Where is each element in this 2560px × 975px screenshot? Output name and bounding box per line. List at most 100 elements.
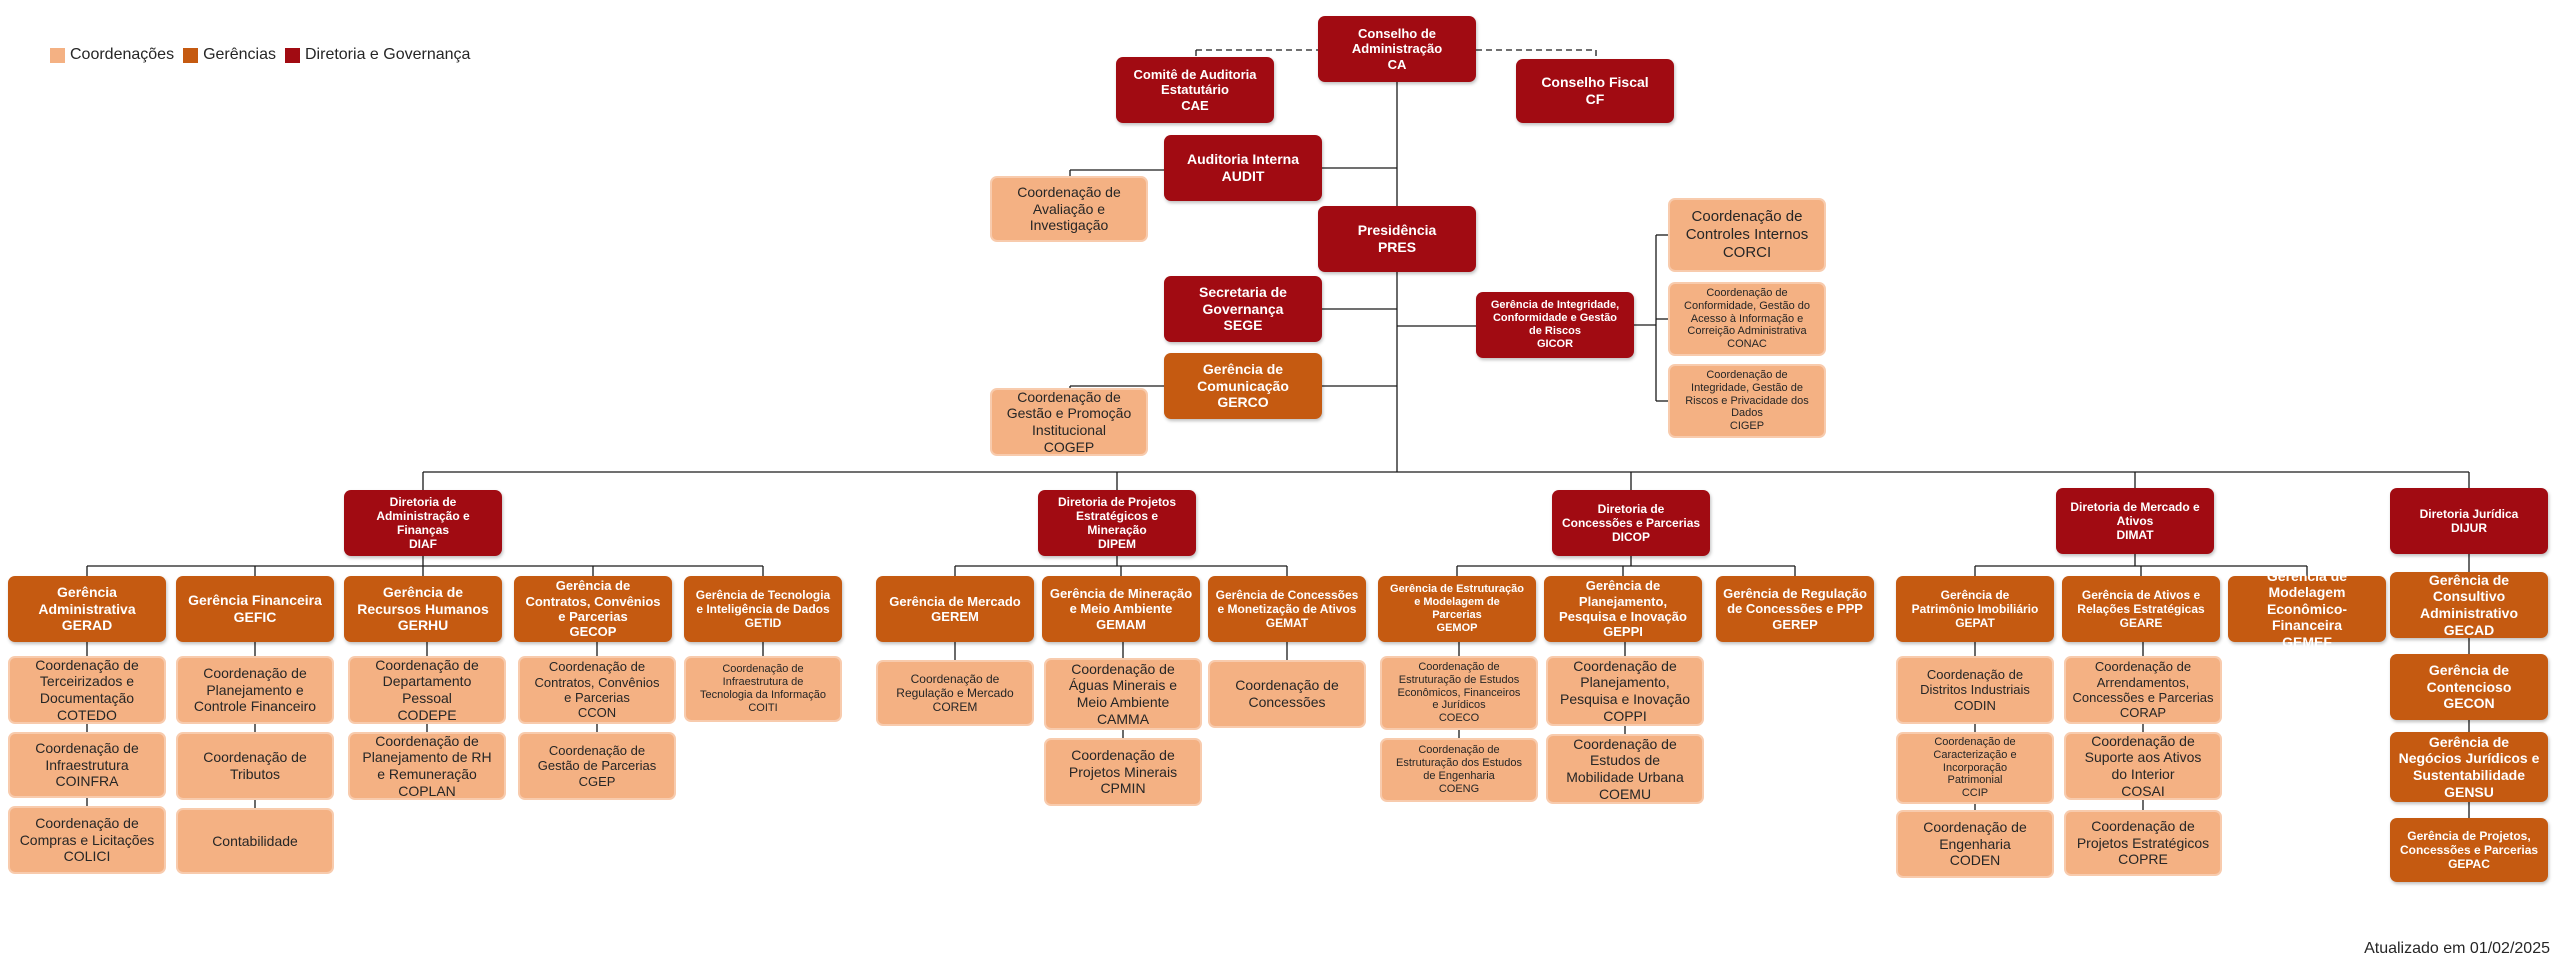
org-node-line: Administrativo (2419, 605, 2518, 621)
org-node-gepac: Gerência de Projetos,Concessões e Parcer… (2390, 818, 2548, 882)
org-node-line: Contencioso (2426, 678, 2512, 695)
org-node-line: COREM (932, 700, 978, 715)
org-node-line: DIJUR (2450, 521, 2487, 535)
org-node-line: Coordenação de (722, 663, 804, 676)
org-node-line: Estratégicos e (1075, 508, 1159, 523)
org-node-line: CPMIN (1100, 780, 1146, 797)
org-node-line: Concessões e Parcerias (2399, 842, 2539, 857)
org-node-line: Recursos Humanos (357, 600, 489, 617)
org-node-line: CONAC (1727, 338, 1767, 351)
org-node-line: Pessoal (402, 690, 452, 706)
org-node-line: Gerência (57, 584, 117, 601)
org-node-line: Gerência de (2428, 571, 2510, 588)
org-node-line: COINFRA (55, 773, 119, 790)
org-node-line: Coordenação de (1573, 657, 1677, 674)
org-node-line: Coordenação de (910, 671, 1000, 686)
org-node-line: Gerência de Concessões (1215, 587, 1359, 602)
org-node-line: Coordenação de (2094, 659, 2192, 675)
org-node-line: GEREM (931, 609, 979, 624)
org-node-line: Avaliação e (1032, 200, 1106, 217)
org-node-line: Comitê de Auditoria (1133, 67, 1257, 82)
org-node-line: Coordenação de (1017, 388, 1121, 405)
org-node-line: Contratos, Convênios (525, 593, 661, 609)
org-node-line: Gerência de Projetos, (2407, 828, 2531, 843)
org-node-line: Diretoria de Mercado e (2070, 499, 2200, 514)
org-node-line: Gerência de Mercado (889, 593, 1021, 609)
org-node-line: Estruturação de Estudos (1398, 673, 1520, 686)
org-node-line: Diretoria de Projetos (1057, 494, 1177, 509)
org-node-line: Dados (1731, 407, 1763, 420)
org-node-line: Compras e Licitações (19, 831, 155, 848)
org-node-line: Coordenação de (203, 749, 307, 766)
org-node-line: GEMOP (1436, 621, 1478, 634)
org-node-line: Controle Financeiro (193, 698, 317, 715)
org-node-line: Infraestrutura de (722, 676, 804, 689)
org-node-line: GEMAT (1265, 616, 1309, 631)
org-node-line: DIPEM (1097, 537, 1136, 552)
org-node-line: Gestão e Promoção (1006, 405, 1132, 422)
org-node-line: CA (1387, 56, 1407, 72)
org-node-line: e Remuneração (377, 766, 477, 782)
org-node-line: Gerência de Mineração (1049, 586, 1193, 601)
org-node-line: Administrativa (38, 600, 136, 617)
org-node-line: e Meio Ambiente (1069, 601, 1173, 617)
legend-item-coordenacoes: Coordenações (50, 46, 174, 64)
legend-label: Gerências (203, 46, 276, 63)
org-node-line: Institucional (1032, 422, 1106, 438)
org-node-line: COENG (1438, 782, 1480, 795)
org-node-line: Administração e (376, 508, 470, 523)
org-node-line: Engenharia (1939, 835, 2011, 852)
org-node-line: GEREP (1772, 616, 1818, 632)
org-node-line: Departamento (382, 673, 472, 690)
legend-swatch (50, 47, 65, 63)
org-node-line: COPPI (1603, 707, 1647, 724)
org-node-line: Gerência de Regulação (1723, 586, 1867, 601)
org-node-line: Gestão de Parcerias (537, 758, 657, 774)
org-node-line: Estudos de (1589, 752, 1661, 769)
org-node-line: Patrimônio Imobiliário (1911, 601, 2039, 616)
org-node-line: Coordenação de (2091, 818, 2195, 835)
org-node-line: Tecnologia da Informação (700, 689, 826, 701)
org-node-line: CCIP (1961, 787, 1989, 800)
org-node-line: Comunicação (1197, 377, 1289, 394)
legend-label: Diretoria e Governança (305, 46, 471, 63)
org-node-line: Riscos e Privacidade dos (1685, 394, 1809, 407)
org-node-line: Econômico-Financeira (2266, 600, 2348, 634)
org-node-line: COITI (748, 701, 778, 714)
org-node-line: DIMAT (2116, 528, 2154, 543)
org-node-line: Coordenação de (1923, 819, 2027, 836)
org-node-line: GEPPI (1603, 624, 1643, 640)
org-node-line: Arrendamentos, (2096, 674, 2190, 690)
org-node-line: Caracterização e (1933, 748, 2017, 761)
org-node-line: Diretoria de (389, 494, 457, 509)
org-node-line: Coordenação de (548, 743, 646, 758)
org-node-line: AUDIT (1221, 168, 1265, 184)
org-node-line: Coordenação de (1573, 735, 1677, 752)
org-node-line: Coordenação de (203, 665, 307, 682)
org-node-line: Coordenação de (1235, 677, 1339, 694)
